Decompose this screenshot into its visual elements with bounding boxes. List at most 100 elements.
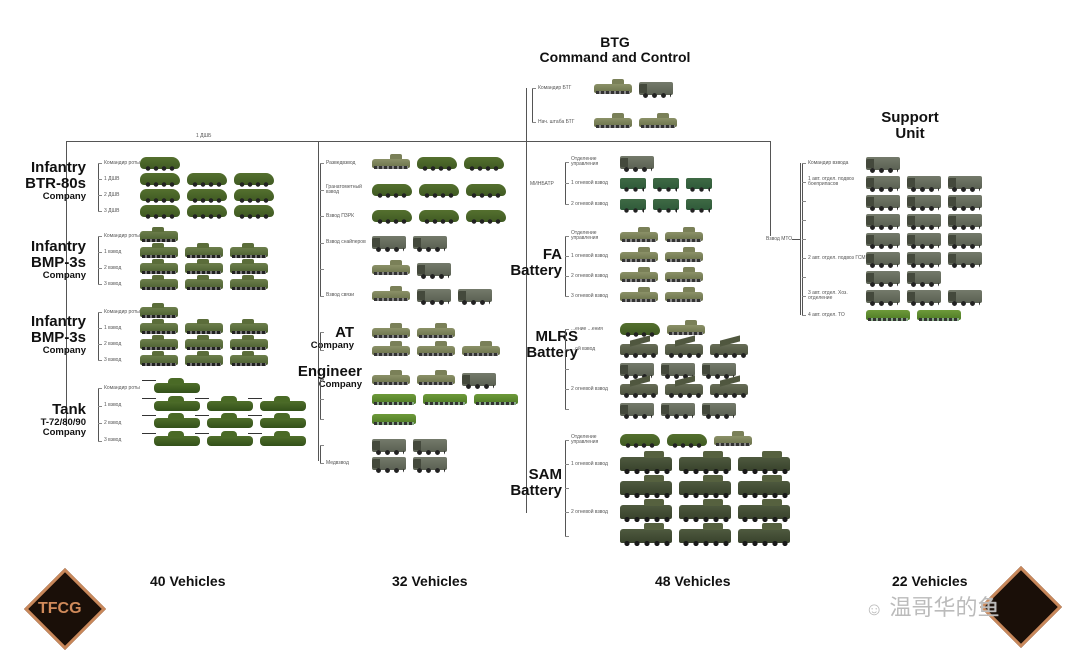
tank-vehicle-icon	[195, 430, 253, 446]
bmp-vehicle-icon	[140, 319, 178, 334]
vehicle-count-col1: 40 Vehicles	[150, 573, 226, 589]
unit-row: Взвод связи	[320, 286, 499, 305]
row-label: Командир роты	[98, 385, 154, 391]
btr-vehicle-icon	[234, 173, 274, 187]
eng-vehicle-icon	[866, 310, 910, 321]
sp-vehicle-icon	[372, 286, 410, 301]
tank-vehicle-icon	[142, 430, 200, 446]
bracket-line	[320, 332, 321, 350]
unit-row: 2 огневой взвод	[565, 266, 710, 282]
truck-vehicle-icon	[866, 232, 900, 249]
unit-row: Гранатометный взвод	[320, 183, 513, 198]
bmp-vehicle-icon	[140, 243, 178, 258]
row-label: 3 взвод	[98, 438, 154, 443]
row-label: 3 взвод	[98, 281, 140, 287]
minbatr-label: МИНБАТР	[530, 181, 554, 187]
truck-vehicle-icon	[948, 213, 982, 230]
bracket-line	[532, 88, 533, 122]
btr-vehicle-icon	[419, 210, 459, 224]
unit-row: 1 взвод	[98, 395, 313, 412]
eng-vehicle-icon	[474, 394, 518, 405]
eng-vehicle-icon	[372, 414, 416, 425]
bmp-vehicle-icon	[140, 227, 178, 242]
truck-vehicle-icon	[413, 438, 447, 455]
unit-row: Взвод ПЗРК	[320, 210, 513, 224]
btg-title-line2: Command and Control	[539, 48, 691, 65]
sp-vehicle-icon	[665, 266, 703, 282]
row-label: ...ой взвод	[565, 346, 620, 352]
battalion-line	[66, 141, 771, 142]
unit-row: 3 взвод	[98, 275, 275, 290]
bmp-vehicle-icon	[230, 319, 268, 334]
btr-vehicle-icon	[620, 434, 660, 448]
row-label: 1 ДШВ	[98, 176, 140, 182]
unit-row	[320, 322, 462, 338]
unit-row: 1 огневой взвод	[565, 451, 797, 474]
unit-row: 3 взвод	[98, 430, 313, 447]
row-label: 2 огневой взвод	[565, 386, 620, 392]
mlrs-vehicle-icon	[620, 383, 658, 398]
row-label: 1 огневой взвод	[565, 180, 620, 186]
truck-vehicle-icon	[948, 194, 982, 211]
unit-row: 2 взвод	[98, 259, 275, 274]
btg-title: BTG Command and Control	[520, 35, 710, 64]
tank-vehicle-icon	[195, 395, 253, 411]
bmp-vehicle-icon	[185, 319, 223, 334]
truck-vehicle-icon	[372, 456, 406, 473]
mlrs-vehicle-icon	[710, 343, 748, 358]
bmp-vehicle-icon	[185, 259, 223, 274]
btr-vehicle-icon	[187, 205, 227, 219]
row-label: Отделение управления	[565, 435, 620, 445]
row-label: Командир роты	[98, 160, 140, 166]
truck-vehicle-icon	[661, 362, 695, 379]
sp-vehicle-icon	[372, 259, 410, 275]
unit-row: 2 взвод	[98, 413, 313, 429]
sp-vehicle-icon	[417, 340, 455, 356]
truck-vehicle-icon	[907, 289, 941, 306]
gtruck-vehicle-icon	[620, 177, 646, 192]
unit-row	[802, 232, 989, 249]
bmp-vehicle-icon	[185, 351, 223, 366]
truck-vehicle-icon	[702, 402, 736, 419]
truck-vehicle-icon	[620, 362, 654, 379]
unit-row: 1 огневой взвод	[565, 177, 719, 192]
truck-vehicle-icon	[866, 289, 900, 306]
unit-row: Взвод снайперов	[320, 236, 454, 252]
truck-vehicle-icon	[866, 194, 900, 211]
truck-vehicle-icon	[866, 175, 900, 192]
btr-vehicle-icon	[419, 183, 459, 198]
sp-vehicle-icon	[620, 266, 658, 282]
support-bracket-line	[800, 163, 801, 315]
bmp-vehicle-icon	[230, 335, 268, 350]
sam-vehicle-icon	[679, 499, 731, 522]
unit-row: 1 взвод	[98, 319, 275, 334]
unit-row	[320, 413, 423, 425]
sam-vehicle-icon	[679, 451, 731, 474]
mlrs-vehicle-icon	[665, 383, 703, 398]
tank-vehicle-icon	[142, 413, 200, 428]
sam-vehicle-icon	[738, 475, 790, 498]
row-label: Отделение управления	[565, 231, 620, 241]
unit-row	[565, 475, 797, 498]
bmp-vehicle-icon	[230, 275, 268, 290]
unit-row	[565, 523, 797, 546]
tank-vehicle-icon	[248, 395, 306, 411]
sam-vehicle-icon	[738, 523, 790, 546]
unit-row	[565, 362, 743, 379]
watermark: ☺ 温哥华的鱼	[865, 595, 1000, 620]
bmp-vehicle-icon	[140, 303, 178, 318]
row-label: ...ение ...ения	[565, 326, 620, 332]
gtruck-vehicle-icon	[686, 177, 712, 192]
sam-vehicle-icon	[620, 451, 672, 474]
row-label: 2 ДШВ	[98, 192, 140, 198]
btr-vehicle-icon	[466, 183, 506, 198]
unit-row	[802, 270, 948, 287]
truck-vehicle-icon	[413, 456, 447, 473]
unit-row	[320, 438, 454, 455]
row-label: 1 взвод	[98, 325, 140, 331]
bmp-vehicle-icon	[140, 259, 178, 274]
sp-vehicle-icon	[714, 430, 752, 446]
